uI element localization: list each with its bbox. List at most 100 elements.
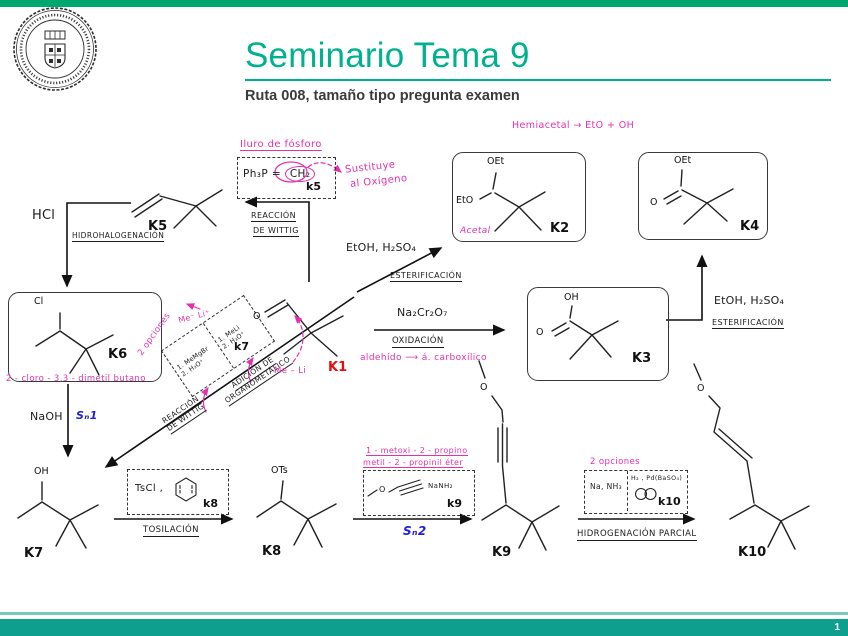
tscl-formula: TsCl , [135, 483, 164, 494]
hemiacetal-note: Hemiacetal → EtO + OH [512, 120, 635, 131]
k8-ots-atom: OTs [271, 465, 288, 476]
k4-oet-atom: OEt [674, 155, 692, 166]
aldehido-note: aldehído ⟶ á. carboxílico [360, 353, 487, 363]
k9-label: K9 [492, 545, 512, 560]
k8-reagent-box [127, 469, 229, 515]
k6-label: K6 [108, 347, 128, 362]
oxidacion-label: OXIDACIÓN [392, 336, 444, 348]
pyridine-ring-icon [175, 477, 197, 502]
k6-compound-box [8, 292, 162, 382]
iluro-note: Iluro de fósforo [240, 139, 322, 151]
top-green-bar [0, 0, 848, 7]
k7-label: K7 [24, 546, 44, 561]
k5-structure [131, 189, 223, 229]
quinoline-rings-icon [634, 487, 657, 501]
hidrohalogenacion-label: HIDROHALOGENACIÓN [72, 231, 165, 242]
hcl-arrow [61, 202, 131, 288]
k10-label: K10 [738, 545, 767, 560]
metoxi-note-1: 1 - metoxi - 2 - propino [366, 446, 468, 456]
k7-oh-atom: OH [34, 466, 49, 477]
na2cr2o7-reagent: Na₂Cr₂O₇ [397, 306, 448, 319]
k5-label: K5 [148, 219, 168, 234]
esterificacion-k4-label: ESTERIFICACIÓN [712, 318, 784, 329]
sn2-label: Sₙ2 [403, 524, 427, 538]
ylide-formula: Ph₃P = CH₂ [243, 166, 316, 182]
k6-structure [35, 312, 114, 376]
k10-box-divider [627, 471, 628, 511]
k9-reagent-box [363, 470, 475, 516]
ylide-formula-ch2: CH₂ [284, 166, 316, 182]
k4-structure [663, 169, 734, 225]
k3-structure [551, 305, 619, 360]
k7-option2-pointer-arrow [246, 357, 254, 383]
me-li-curve-arrow [292, 315, 304, 363]
tosilacion-label: TOSILACIÓN [143, 525, 199, 537]
page-title: Seminario Tema 9 [245, 36, 530, 75]
k9-reagent-label: k9 [447, 497, 462, 510]
k6-cl-atom: Cl [34, 296, 44, 307]
bottom-teal-bar [0, 619, 848, 636]
k3-oh-atom: OH [564, 292, 579, 303]
k8-reagent-label: k8 [203, 497, 218, 510]
k10-reagent-box [584, 470, 688, 514]
k10-structure [693, 363, 810, 550]
esterification-k2-arrow [356, 247, 443, 293]
na-nh3-label: Na, NH₃ [590, 482, 623, 491]
reaction-arrows [61, 196, 708, 525]
k10-reagent-label: k10 [658, 495, 681, 508]
university-seal-logo [13, 7, 97, 91]
metoxi-note-2: metil - 2 - propinil éter [363, 458, 464, 468]
k1-label: K1 [328, 360, 348, 375]
page-number: 1 [834, 622, 840, 633]
k8-label: K8 [262, 544, 282, 559]
k3-label: K3 [632, 351, 652, 366]
k4-label: K4 [740, 219, 760, 234]
k4-compound-box [638, 152, 768, 240]
esterificacion-k2-label: ESTERIFICACIÓN [390, 271, 462, 282]
etoh-h2so4-k2: EtOH, H₂SO₄ [346, 241, 417, 254]
k8-structure [256, 480, 337, 548]
k2-compound-box [452, 152, 586, 242]
k1-structure [264, 299, 344, 357]
h2-pd-baso4-label: H₂ , Pd(BaSO₄) [631, 475, 683, 482]
k9-structure [478, 360, 560, 551]
opciones-k10-note: 2 opciones [590, 457, 640, 467]
me-li-note: Me – Li [274, 366, 307, 376]
k1-o-atom: O [253, 311, 261, 322]
k2-oet-atom: OEt [487, 156, 505, 167]
k3-o-atom: O [536, 327, 544, 338]
acetal-note: Acetal [460, 226, 491, 236]
k7-option1-pointer-arrow [201, 387, 209, 413]
hidrogenacion-parcial-label: HIDROGENACIÓN PARCIAL [577, 529, 697, 541]
wittig-arrow [244, 196, 310, 282]
k2-eto-atom: EtO [456, 195, 474, 206]
k5-reagent-label: k5 [306, 180, 321, 193]
k9-reagent-structure [367, 479, 424, 497]
k4-o-atom: O [650, 197, 658, 208]
k2-label: K2 [550, 221, 570, 236]
title-underline [245, 79, 831, 81]
wittig-name-1: REACCIÓN [251, 211, 296, 222]
k9-o-atom: O [480, 382, 488, 393]
k3-compound-box [527, 287, 669, 381]
slide-subtitle: Ruta 008, tamaño tipo pregunta examen [245, 88, 520, 104]
k2-structure [479, 172, 546, 232]
esterification-k4-arrow [666, 254, 708, 321]
hcl-reagent: HCl [32, 208, 56, 223]
etoh-h2so4-k4: EtOH, H₂SO₄ [714, 294, 785, 307]
me-li-ion-pointer-arrow [185, 303, 201, 310]
nanh2-label: NaNH₂ [428, 482, 453, 490]
naoh-reagent: NaOH [30, 410, 63, 423]
k9-reagent-o-atom: O [379, 485, 386, 494]
cloro-name-note: 2 - cloro - 3,3 - dimetil butano [6, 374, 146, 384]
k7-structure [17, 481, 99, 549]
sn1-label: Sₙ1 [76, 409, 98, 422]
ylide-formula-left: Ph₃P = [243, 168, 282, 180]
k10-o-atom: O [697, 383, 705, 394]
k5-reagent-box [237, 157, 336, 199]
sustituye-curve-arrow [307, 162, 342, 173]
wittig-name-2: DE WITTIG [253, 226, 299, 237]
organometallic-diagonal-arrow [104, 296, 355, 468]
